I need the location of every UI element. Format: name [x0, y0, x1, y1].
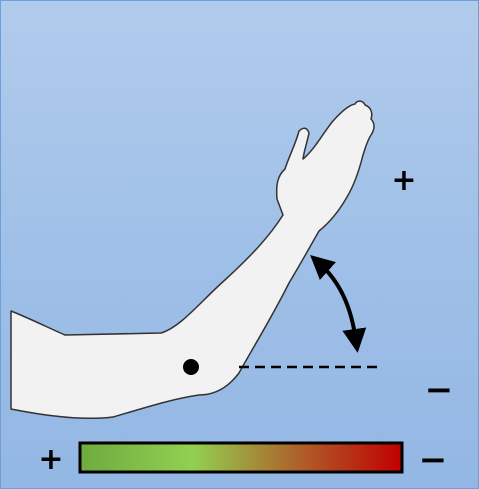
- arm-icon: [10, 100, 375, 420]
- mid-right-minus-sign: −: [425, 370, 454, 410]
- double-headed-curved-arrow-icon: [310, 254, 367, 353]
- elbow-pivot-icon: [183, 359, 199, 375]
- color-scale-bar: [78, 441, 404, 474]
- top-right-plus-sign: +: [391, 163, 416, 198]
- scale-left-plus-sign: +: [38, 442, 63, 477]
- scale-right-minus-sign: −: [419, 440, 448, 480]
